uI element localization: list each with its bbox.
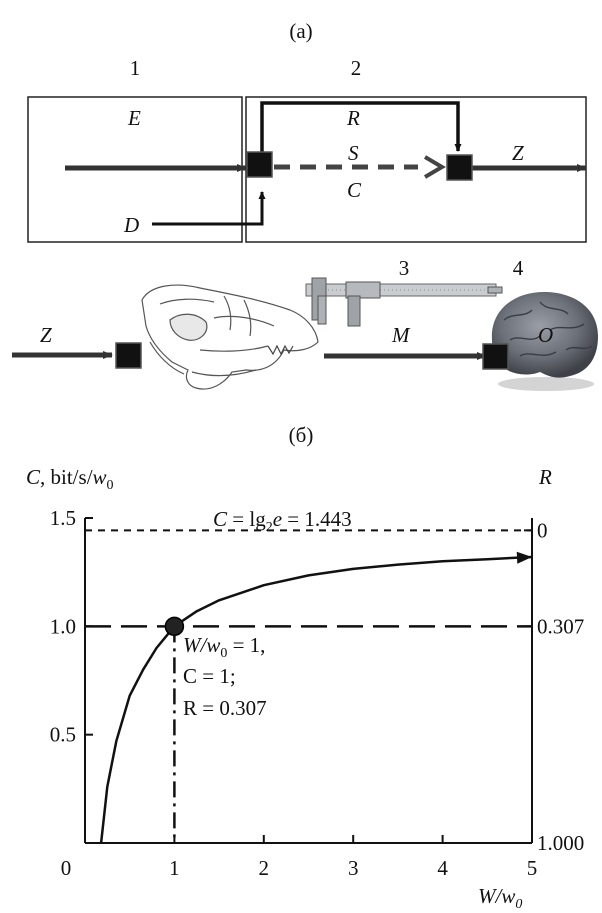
capacity-curve [99,555,533,844]
signal-o-label: O [538,323,553,347]
signal-d-arrow [152,191,266,226]
point-marker [164,616,185,637]
signal-r-label: R [346,106,360,130]
block-number-3: 3 [399,256,410,280]
point-annotation-line2: C = 1; [183,664,236,688]
channel-arrowhead [423,155,446,179]
right-tick-label: 0.307 [537,614,584,638]
signal-m-label: M [391,323,411,347]
x-tick-label: 0 [61,856,72,880]
asymptote-label: C = lg2e = 1.443 [213,507,352,535]
signal-c-label: C [347,178,362,202]
right-tick-label: 1.000 [537,831,584,855]
y-tick-label: 0.5 [50,723,76,747]
block-number-4: 4 [513,256,524,280]
brain-icon [491,292,598,391]
signal-z-input-label: Z [40,323,52,347]
block-number-1: 1 [130,56,141,80]
x-tick-label: 1 [169,856,180,880]
point-annotation-line1: W/w0 = 1, [183,633,265,661]
panel-a-label: (a) [289,19,312,43]
plot-axes [84,518,533,844]
y-tick-label: 1.5 [50,506,76,530]
signal-d-label: D [123,213,139,237]
block-number-2: 2 [351,56,362,80]
x-tick-label: 2 [259,856,270,880]
x-tick-label: 5 [527,856,538,880]
x-tick-label: 3 [348,856,359,880]
y-axis-label: C, bit/s/w0 [26,465,114,493]
observer-node [482,343,509,370]
panel-b-label: (б) [289,423,314,447]
right-tick-label: 0 [537,518,548,542]
curve-arrowhead [516,551,532,564]
y-tick-label: 1.0 [50,614,76,638]
skull-icon [141,284,319,390]
x-tick-label: 4 [437,856,448,880]
caliper-icon [305,277,503,327]
chart-layer: 0 1 2 3 4 5 0.5 1.0 1.5 0 0.307 1.000 [50,506,585,880]
right-axis-label: R [538,465,552,489]
receiver-node [446,154,473,181]
point-annotation-line3: R = 0.307 [183,696,267,720]
skull-node [115,342,142,369]
x-axis-label: W/w0 [478,884,522,912]
source-node [246,151,273,178]
signal-r-arrow [260,101,462,154]
signal-s-label: S [348,141,359,165]
signal-e-label: E [127,106,141,130]
signal-z-output-label: Z [512,141,524,165]
